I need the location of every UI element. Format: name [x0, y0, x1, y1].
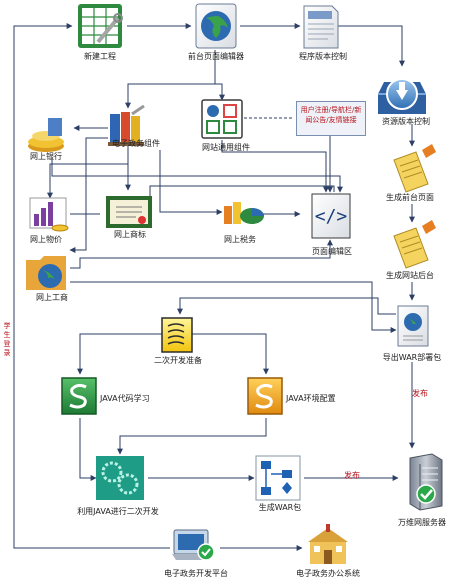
edge-business-editarea: [70, 239, 333, 269]
yellow-document-icon: [161, 317, 193, 353]
edge-bus-long: [70, 281, 397, 333]
edge-prep-learning: [77, 333, 162, 375]
edge-export-prep: [177, 297, 396, 315]
edge-egov-tax: [159, 150, 223, 215]
server-icon: [409, 453, 443, 511]
edge-label-publish-2: 发布: [344, 471, 360, 480]
node-online-business: 网上工商: [36, 293, 68, 302]
war-document-icon: [397, 305, 429, 347]
node-java-dev: 利用JAVA进行二次开发: [77, 507, 159, 516]
node-gen-frontpage: 生成前台页面: [386, 193, 434, 202]
node-java-learning: JAVA代码学习: [100, 394, 150, 403]
pencil-note-icon: [393, 220, 436, 269]
node-secondary-prep: 二次开发准备: [154, 356, 202, 365]
pencil-note-icon: [393, 144, 436, 193]
code-document-icon: </>: [311, 193, 351, 239]
node-office-system: 电子政务办公系统: [296, 569, 360, 578]
connectors: [13, 23, 415, 551]
edge-editor-site: [215, 83, 225, 101]
edge-prep-env: [192, 333, 269, 375]
note-line-1: 用户注册/导航栏/新: [300, 106, 362, 114]
site-components-note: 用户注册/导航栏/新 闻公告/友情链接: [296, 101, 366, 136]
window-grid-icon: [201, 99, 243, 139]
document-icon: [303, 5, 339, 49]
edge-trademark-editarea: [149, 185, 335, 206]
edge-egov-price: [47, 144, 129, 199]
edge-egov-business: [69, 137, 108, 253]
new-project-icon: [78, 4, 123, 48]
download-icon: [378, 78, 426, 114]
edge-bank-editarea: [51, 158, 343, 193]
node-page-edit-area: 页面编辑区: [312, 247, 352, 256]
edge-site-editarea: [221, 140, 329, 193]
node-resource-version: 资源版本控制: [382, 117, 430, 126]
node-online-price: 网上物价: [30, 235, 62, 244]
node-online-trademark: 网上商标: [114, 230, 146, 239]
flowchart-icon: [255, 455, 301, 501]
node-gen-war: 生成WAR包: [258, 503, 302, 512]
books-icon: [108, 104, 145, 146]
folder-globe-icon: [26, 256, 66, 290]
building-icon: [308, 524, 348, 564]
node-site-components: 网站通用组件: [202, 143, 250, 152]
pie-chart-icon: [224, 202, 264, 224]
node-new-project: 新建工程: [84, 52, 116, 61]
node-export-war: 导出WAR部署包: [382, 353, 442, 362]
certificate-icon: [106, 196, 152, 228]
node-egov-components: 电子政务组件: [112, 139, 160, 148]
gears-icon: [96, 456, 144, 500]
edge-version-resource: [330, 25, 405, 67]
bar-chart-icon: [29, 197, 69, 232]
node-online-bank: 网上银行: [30, 152, 62, 161]
node-dev-platform: 电子政务开发平台: [164, 569, 228, 578]
node-frontpage-editor: 前台页面编辑器: [188, 52, 244, 61]
node-java-env: JAVA环境配置: [286, 394, 336, 403]
laptop-check-icon: [172, 529, 215, 561]
node-web-server: 万维网服务器: [398, 518, 446, 527]
edge-env-javadev: [117, 418, 267, 455]
java-env-icon: [247, 377, 283, 415]
node-online-tax: 网上税务: [224, 235, 256, 244]
coins-icon: [28, 118, 64, 152]
node-gen-backend: 生成网站后台: [386, 271, 434, 280]
edge-editor-egov: [125, 50, 216, 109]
edge-label-publish-1: 发布: [412, 389, 428, 398]
globe-icon: [195, 3, 237, 49]
edge-learning-javadev: [79, 418, 97, 481]
java-learning-icon: [61, 377, 97, 415]
svg-text:</>: </>: [315, 206, 348, 227]
edge-label-student-login: 学生登录: [3, 322, 11, 358]
edge-platform-newproject: [13, 23, 170, 549]
note-line-2: 闻公告/友情链接: [305, 116, 357, 124]
node-version-control: 程序版本控制: [299, 52, 347, 61]
